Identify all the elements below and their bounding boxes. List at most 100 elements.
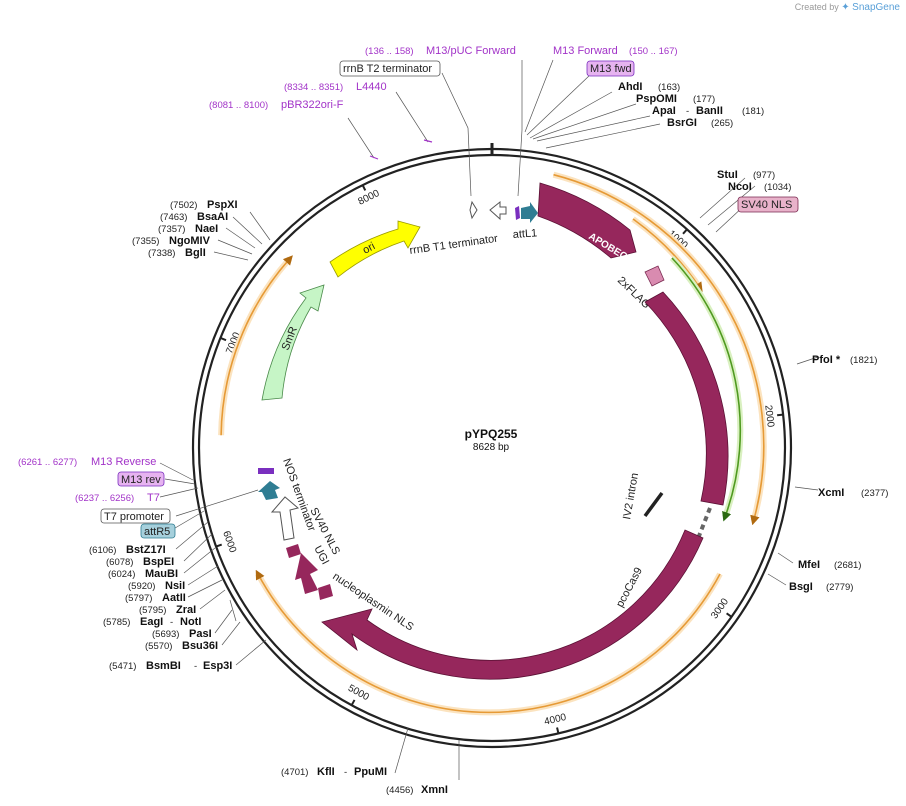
pbr322-pos: (8081 .. 8100) xyxy=(209,100,268,111)
site-bsgi[interactable]: BsgI xyxy=(789,581,813,593)
tick-label: 3000 xyxy=(709,596,731,621)
l4440-pos: (8334 .. 8351) xyxy=(284,82,343,93)
site-xcmi-pos: (2377) xyxy=(861,488,888,499)
intron-label: IV2 intron xyxy=(621,472,641,520)
site-ahdi[interactable]: AhdI xyxy=(618,81,642,93)
site-nsii-pos: (5920) xyxy=(128,581,155,592)
tick-mark xyxy=(350,699,356,706)
site-nsii[interactable]: NsiI xyxy=(165,580,185,592)
m13puc-label[interactable]: M13/pUC Forward xyxy=(426,45,516,57)
site-noti[interactable]: NotI xyxy=(180,616,201,628)
sv40-nls-box[interactable] xyxy=(286,544,301,558)
m13-rev-box[interactable] xyxy=(117,471,165,487)
site-stui[interactable]: StuI xyxy=(717,169,738,181)
l4440-label[interactable]: L4440 xyxy=(356,81,387,93)
snapgene-credit: Created by ✦ SnapGene xyxy=(795,2,900,13)
attl1-arrow[interactable] xyxy=(521,202,538,223)
tick-mark xyxy=(777,413,784,417)
site-bspei[interactable]: BspEI xyxy=(143,556,174,568)
ori-arrow[interactable] xyxy=(329,220,421,278)
site-esp3i[interactable]: Esp3I xyxy=(203,660,232,672)
site-bsrgi-pos: (265) xyxy=(711,118,733,129)
nos-terminator-arrow[interactable] xyxy=(270,496,300,541)
site-eagi[interactable]: EagI xyxy=(140,616,163,628)
tick-mark xyxy=(361,184,367,191)
apobec-arrow[interactable] xyxy=(537,182,637,259)
intron-gap xyxy=(697,507,712,537)
attr5-label: attR5 xyxy=(144,526,170,538)
m13reverse-label[interactable]: M13 Reverse xyxy=(91,456,156,468)
site-bsgi-pos: (2779) xyxy=(826,582,853,593)
site-ppumi[interactable]: PpuMI xyxy=(354,766,387,778)
site-pasi-pos: (5693) xyxy=(152,629,179,640)
pbr322-label[interactable]: pBR322ori-F xyxy=(281,99,344,111)
ugi-arrow[interactable] xyxy=(295,553,318,594)
site-bgli-pos: (7338) xyxy=(148,248,175,259)
t7-pos: (6237 .. 6256) xyxy=(75,493,134,504)
t7-label[interactable]: T7 xyxy=(147,492,160,504)
rrnb-t2-arrow[interactable] xyxy=(469,200,478,220)
site-pasi[interactable]: PasI xyxy=(189,628,212,640)
site-maubi-pos: (6024) xyxy=(108,569,135,580)
site-apai[interactable]: ApaI xyxy=(652,105,676,117)
m13forward-label[interactable]: M13 Forward xyxy=(553,45,618,57)
site-bspei-pos: (6078) xyxy=(106,557,133,568)
site-naei[interactable]: NaeI xyxy=(195,223,218,235)
site-pfoi-pos: (1821) xyxy=(850,355,877,366)
smr-arrow[interactable] xyxy=(261,284,325,401)
rrnb-t1-arrow[interactable] xyxy=(489,200,507,221)
credit-prefix: Created by xyxy=(794,2,839,12)
rrnb-t2-label: rrnB T2 terminator xyxy=(343,63,432,75)
site-ngomiv[interactable]: NgoMIV xyxy=(169,235,211,247)
site-bstz17i[interactable]: BstZ17I xyxy=(126,544,166,556)
site-pspxi-pos: (7502) xyxy=(170,200,197,211)
site-bsmbi-pos: (5471) xyxy=(109,661,136,672)
site-pspomi-pos: (177) xyxy=(693,94,715,105)
m13-fwd-box[interactable] xyxy=(586,60,635,77)
m13-rev-label: M13 rev xyxy=(121,474,161,486)
rrnb-t1-label: rrnB T1 terminator xyxy=(409,233,499,257)
site-ncoi[interactable]: NcoI xyxy=(728,181,752,193)
t7-promoter-box[interactable] xyxy=(100,508,171,524)
site-bsu36i[interactable]: Bsu36I xyxy=(182,640,218,652)
intron-bar xyxy=(643,491,664,518)
site-zrai[interactable]: ZraI xyxy=(176,604,196,616)
site-bsrgi[interactable]: BsrGI xyxy=(667,117,697,129)
site-banii[interactable]: BanII xyxy=(696,105,723,117)
rrnb-t2-box[interactable] xyxy=(339,60,441,77)
site-bstz17i-pos: (6106) xyxy=(89,545,116,556)
site-kfli-pos: (4701) xyxy=(281,767,308,778)
flag-label: 2xFLAG xyxy=(615,275,652,312)
site-pspomi[interactable]: PspOMI xyxy=(636,93,677,105)
cas9-lower-segment[interactable] xyxy=(321,529,704,680)
nucleoplasmin-box[interactable] xyxy=(318,584,333,600)
plasmid-name: pYPQ255 xyxy=(465,427,518,441)
site-bsmbi[interactable]: BsmBI xyxy=(146,660,181,672)
m13reverse-pos: (6261 .. 6277) xyxy=(18,457,77,468)
leader-lines xyxy=(159,59,819,780)
tick-label: 5000 xyxy=(346,683,371,704)
site-xcmi[interactable]: XcmI xyxy=(818,487,844,499)
site-bsmbi-sep: - xyxy=(194,661,197,672)
flag-feature[interactable] xyxy=(644,265,665,287)
site-pfoi[interactable]: PfoI * xyxy=(812,354,841,366)
sv40-nls-box-label[interactable] xyxy=(737,196,799,213)
cas9-upper-segment[interactable] xyxy=(644,291,729,506)
m13forward-pos: (150 .. 167) xyxy=(629,46,678,57)
orf-arc-1 xyxy=(553,173,765,526)
site-aatii[interactable]: AatII xyxy=(162,592,186,604)
site-kfli[interactable]: KflI xyxy=(317,766,335,778)
tick-mark xyxy=(220,336,227,342)
site-bgli[interactable]: BglI xyxy=(185,247,206,259)
site-ahdi-pos: (163) xyxy=(658,82,680,93)
site-maubi[interactable]: MauBI xyxy=(145,568,178,580)
sv40-nls-label: SV40 NLS xyxy=(741,199,792,211)
site-bsaai[interactable]: BsaAI xyxy=(197,211,228,223)
site-pspxi[interactable]: PspXI xyxy=(207,199,238,211)
m13-fwd-label: M13 fwd xyxy=(590,63,632,75)
teal-feature-lower[interactable] xyxy=(258,481,280,500)
attr5-box[interactable] xyxy=(140,523,176,539)
site-apai-pos: (181) xyxy=(742,106,764,117)
site-xmni[interactable]: XmnI xyxy=(421,784,448,796)
site-mfei[interactable]: MfeI xyxy=(798,559,820,571)
